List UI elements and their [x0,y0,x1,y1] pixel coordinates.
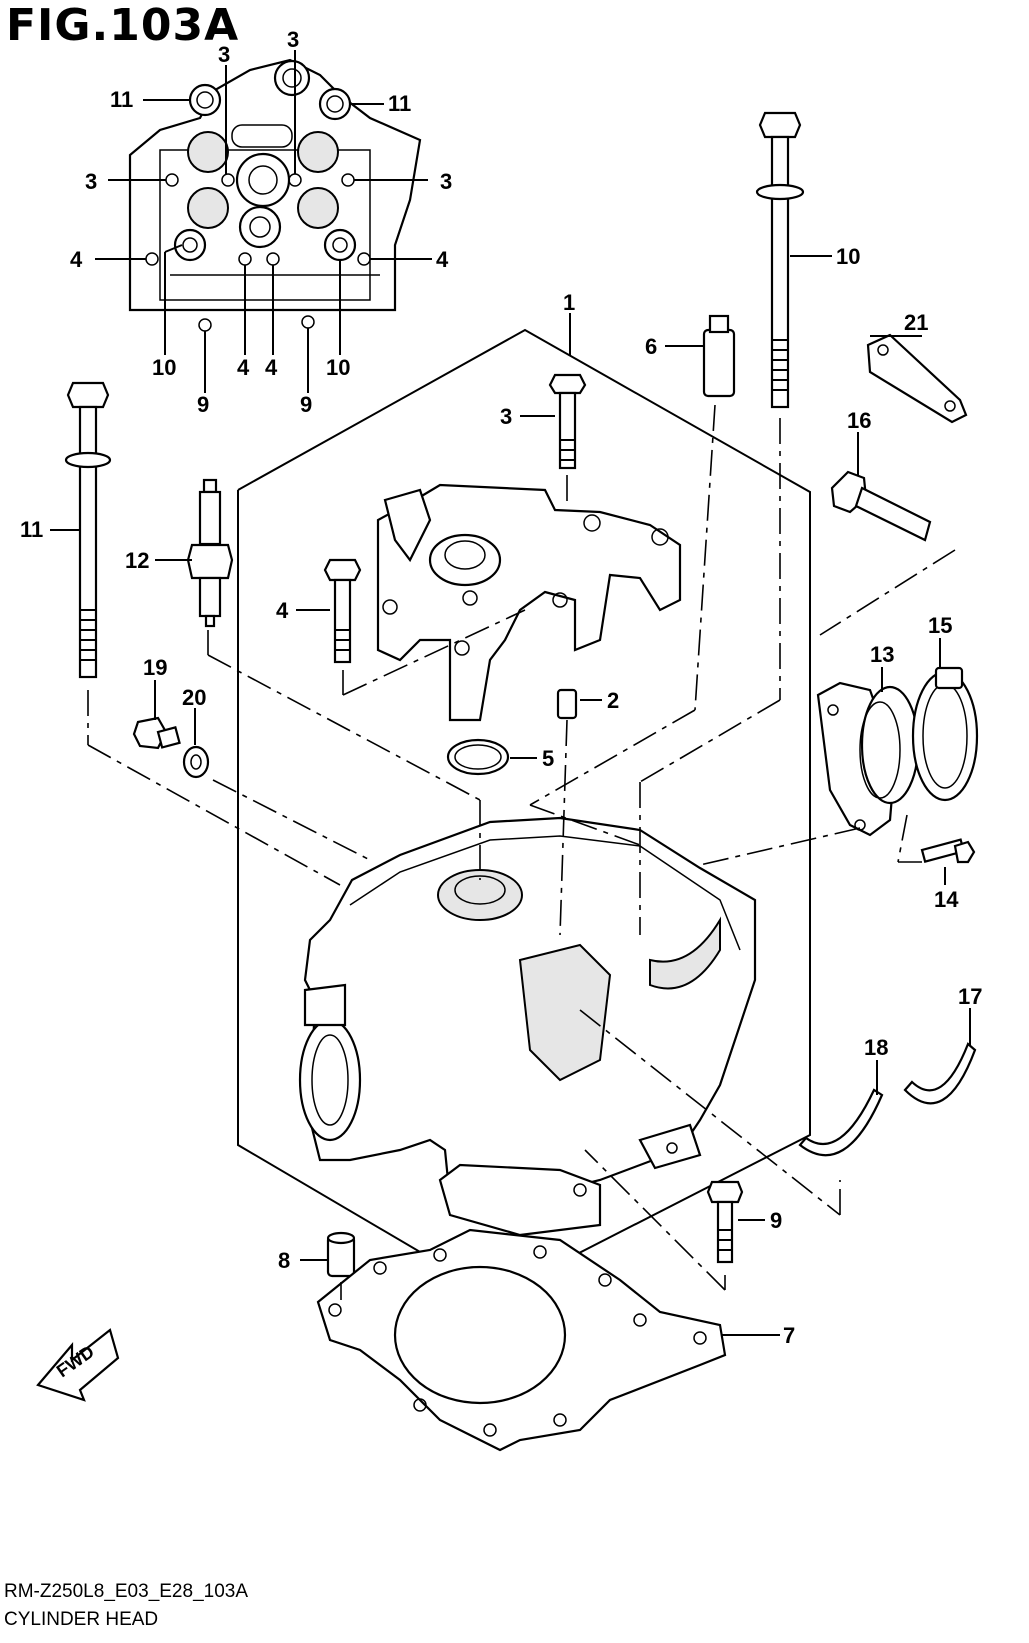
callout-4: 4 [237,355,250,380]
clamp-15 [911,666,979,802]
fwd-arrow-icon: FWD [36,1328,120,1402]
callout-9: 9 [770,1208,782,1233]
callout-leaders [50,255,971,1336]
callout-11: 11 [388,91,411,116]
callout-labels: 11 11 3 3 3 3 4 4 10 10 4 4 9 9 1 3 4 2 … [20,27,982,1348]
section-name: CYLINDER HEAD [4,1609,159,1630]
intake-pipe-13 [816,681,920,837]
callout-20: 20 [182,685,206,710]
callout-13: 13 [870,642,894,667]
stud-bolt-11 [64,381,112,679]
o-ring-5 [446,738,510,776]
seal-18 [798,1088,884,1157]
callout-6: 6 [645,334,657,359]
dowel-8 [326,1231,356,1278]
callout-3: 3 [500,404,512,429]
callout-5: 5 [542,746,554,771]
bolt-3 [548,373,587,470]
callout-14: 14 [934,887,959,912]
bolt-14 [920,838,976,864]
callout-15: 15 [928,613,952,638]
camshaft-holder [376,483,682,722]
seal-17 [903,1042,977,1105]
bolt-16 [830,470,932,542]
top-view-leaders [95,50,432,393]
callout-8: 8 [278,1248,290,1273]
callout-9: 9 [197,392,209,417]
callout-4: 4 [276,598,289,623]
bolt-4 [323,558,362,664]
model-code: RM-Z250L8_E03_E28_103A [4,1581,249,1602]
callout-1: 1 [563,290,575,315]
callout-18: 18 [864,1035,888,1060]
figure-title: FIG.103A [6,0,240,51]
callout-4: 4 [436,247,449,272]
callout-3: 3 [287,27,299,52]
bracket-21 [866,333,968,424]
stud-bolt-10 [755,111,805,409]
assembly-bracket [237,328,811,1298]
washer-20 [182,745,210,779]
gasket-7 [316,1228,727,1452]
callout-12: 12 [125,548,149,573]
dowel-pin-2 [556,688,578,720]
callout-10: 10 [152,355,176,380]
callout-7: 7 [783,1323,795,1348]
plug-6 [702,314,736,398]
bolt-19 [132,716,181,750]
callout-2: 2 [607,688,619,713]
callout-4: 4 [70,247,83,272]
callout-17: 17 [958,984,982,1009]
cylinder-head-body [298,816,757,1237]
reference-lines [87,404,956,1300]
callout-21: 21 [904,310,928,335]
callout-4: 4 [265,355,278,380]
callout-11: 11 [110,87,133,112]
bolt-9 [706,1180,744,1264]
callout-9: 9 [300,392,312,417]
callout-3: 3 [85,169,97,194]
callout-16: 16 [847,408,871,433]
callout-3: 3 [440,169,452,194]
spark-plug-12 [186,478,234,628]
callout-10: 10 [326,355,350,380]
callout-11: 11 [20,517,43,542]
callout-10: 10 [836,244,860,269]
callout-19: 19 [143,655,167,680]
callout-3: 3 [218,42,230,67]
